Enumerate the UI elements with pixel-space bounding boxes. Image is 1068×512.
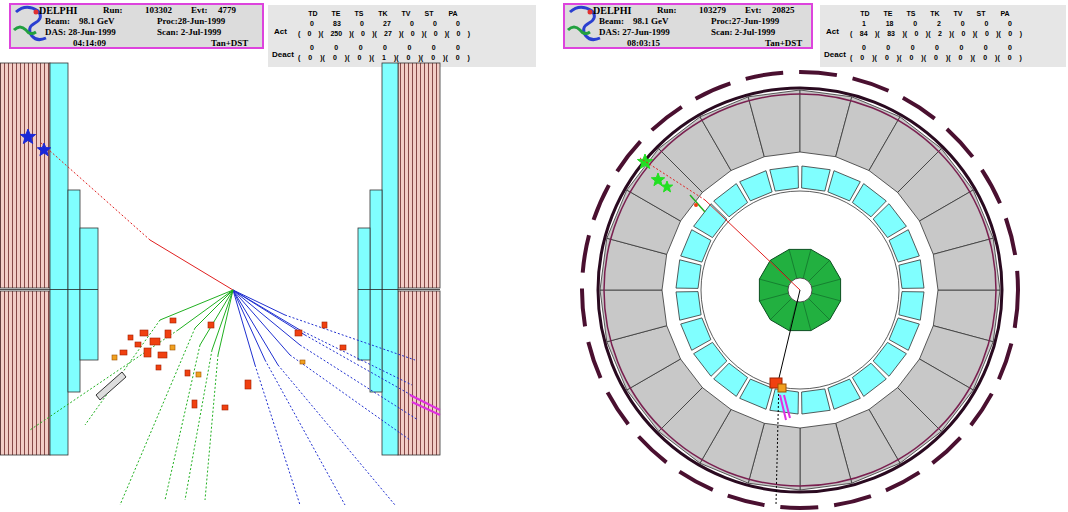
column-header: ST [425, 10, 434, 17]
event-info: 98.1 GeV [633, 17, 669, 26]
column-header: TK [378, 10, 387, 17]
event-info: DAS: 27-Jun-1999 [599, 28, 670, 37]
column-header: TE [332, 10, 341, 17]
side-view-detector [0, 63, 440, 455]
event-info: DAS: 28-Jun-1999 [45, 28, 116, 37]
event-info: 98.1 GeV [79, 17, 115, 26]
experiment-name: DELPHI [39, 6, 77, 16]
event-info: Beam: [45, 17, 70, 26]
event-info: Run: [657, 6, 677, 15]
column-header: ST [977, 10, 986, 17]
column-header: TE [884, 10, 893, 17]
table-cell: 0 83 0 27 0 0 0 [310, 20, 460, 27]
tracks [30, 142, 440, 505]
table-cell: ( 0 )( 250 )( 0 )( 27 )( 0 )( 0 )( 0 ) [298, 30, 470, 37]
event-info: 20825 [772, 6, 795, 15]
table-cell: ( 84 )( 83 )( 0 )( 2 )( 0 )( 0 )( 0 ) [850, 30, 1022, 37]
event-info: 04:14:09 [73, 39, 106, 48]
experiment-name: DELPHI [593, 6, 631, 16]
column-header: TK [930, 10, 939, 17]
event-info: Evt: [191, 6, 208, 15]
header-box: DELPHI Run: 103279 Evt: 20825Beam: 98.1 GeV Pr… [563, 3, 813, 49]
event-info: 103302 [145, 6, 172, 15]
event-info: Tan+DST [211, 39, 248, 48]
event-info: Scan: 2-Jul-1999 [711, 28, 775, 37]
column-header: TS [907, 10, 916, 17]
energy-clusters [120, 318, 346, 410]
column-header: TD [860, 10, 869, 17]
event-info: Evt: [745, 6, 762, 15]
table-cell: ( 0 )( 0 )( 0 )( 1 )( 0 )( 0 )( 0 ) [298, 54, 470, 61]
event-info: Scan: 2-Jul-1999 [157, 28, 221, 37]
event-info: Beam: [599, 17, 624, 26]
table-cell: 0 0 0 0 0 0 0 [862, 44, 1012, 51]
row-header: Act [274, 28, 287, 36]
column-header: PA [1000, 10, 1009, 17]
column-header: TV [954, 10, 963, 17]
header-box: DELPHI Run: 103302 Evt: 4779Beam: 98.1 GeV Pro… [9, 3, 264, 49]
event-info: 103279 [699, 6, 726, 15]
event-info: 08:03:15 [627, 39, 660, 48]
muon-hits [20, 129, 672, 192]
row-header: Act [826, 28, 839, 36]
event-info: 4779 [218, 6, 236, 15]
event-info: Run: [103, 6, 123, 15]
column-header: TS [355, 10, 364, 17]
header-ground [10, 4, 1066, 67]
table-cell: 1 18 0 2 0 0 0 [862, 20, 1012, 27]
table-cell: 0 0 0 0 0 0 0 [310, 44, 460, 51]
event-info: Proc:27-Jun-1999 [711, 17, 779, 26]
row-header: Deact [824, 51, 846, 59]
column-header: TD [308, 10, 317, 17]
row-header: Deact [272, 51, 294, 59]
column-header: TV [402, 10, 411, 17]
energy-clusters [112, 345, 305, 377]
end-view-detector [582, 72, 1018, 508]
delphi-logo [14, 7, 600, 39]
table-cell: ( 0 )( 0 )( 0 )( 0 )( 0 )( 0 )( 0 ) [850, 54, 1022, 61]
column-header: PA [448, 10, 457, 17]
event-info: Proc:28-Jun-1999 [157, 17, 225, 26]
event-info: Tan+DST [765, 39, 802, 48]
tracks [640, 158, 800, 505]
